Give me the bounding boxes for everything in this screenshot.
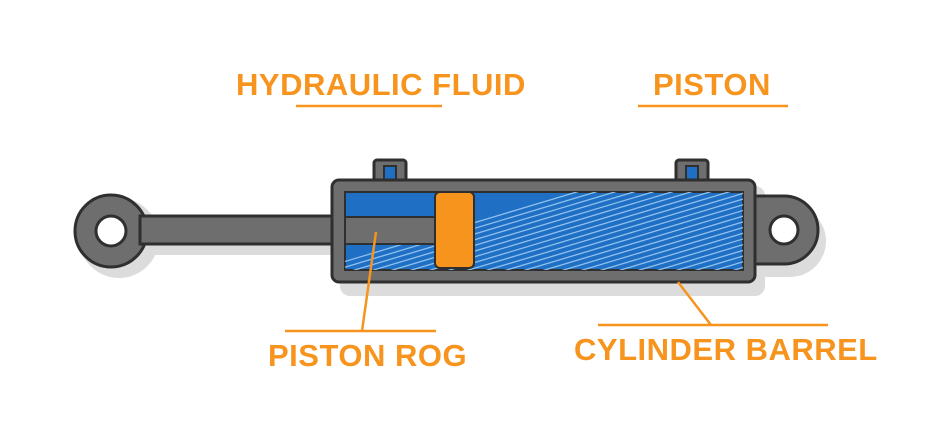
piston-rod-label: PISTON ROG [268,338,468,373]
fluid-line [390,192,655,270]
fluid-line [447,192,712,270]
fluid-line [694,255,743,270]
cap-end-eye [746,194,820,266]
fluid-line [352,192,617,270]
rod-end-eye [73,193,149,269]
fluid-line [466,192,731,270]
piston-label: PISTON [653,67,771,102]
fluid-line [675,249,743,270]
cylinder-barrel-label: CYLINDER BARREL [574,332,878,367]
fluid-line [542,209,743,270]
fluid-line [504,198,743,270]
fluid-line [523,204,743,270]
fluid-line [637,238,743,270]
piston-rod-external [138,214,338,246]
hydraulic-fluid-label: HYDRAULIC FLUID [236,67,526,102]
fluid-line [371,192,636,270]
leader-lines [285,104,828,333]
fluid-line [656,244,743,270]
fluid-line [580,221,743,270]
fluid-line [599,226,743,270]
fluid-line [561,215,743,270]
fluid-line [618,232,743,270]
piston-rod-internal [344,216,441,245]
cylinder-barrel-leader [677,281,712,326]
fluid-line [485,192,743,270]
piston-rod-leader [360,231,378,332]
piston [434,191,475,269]
